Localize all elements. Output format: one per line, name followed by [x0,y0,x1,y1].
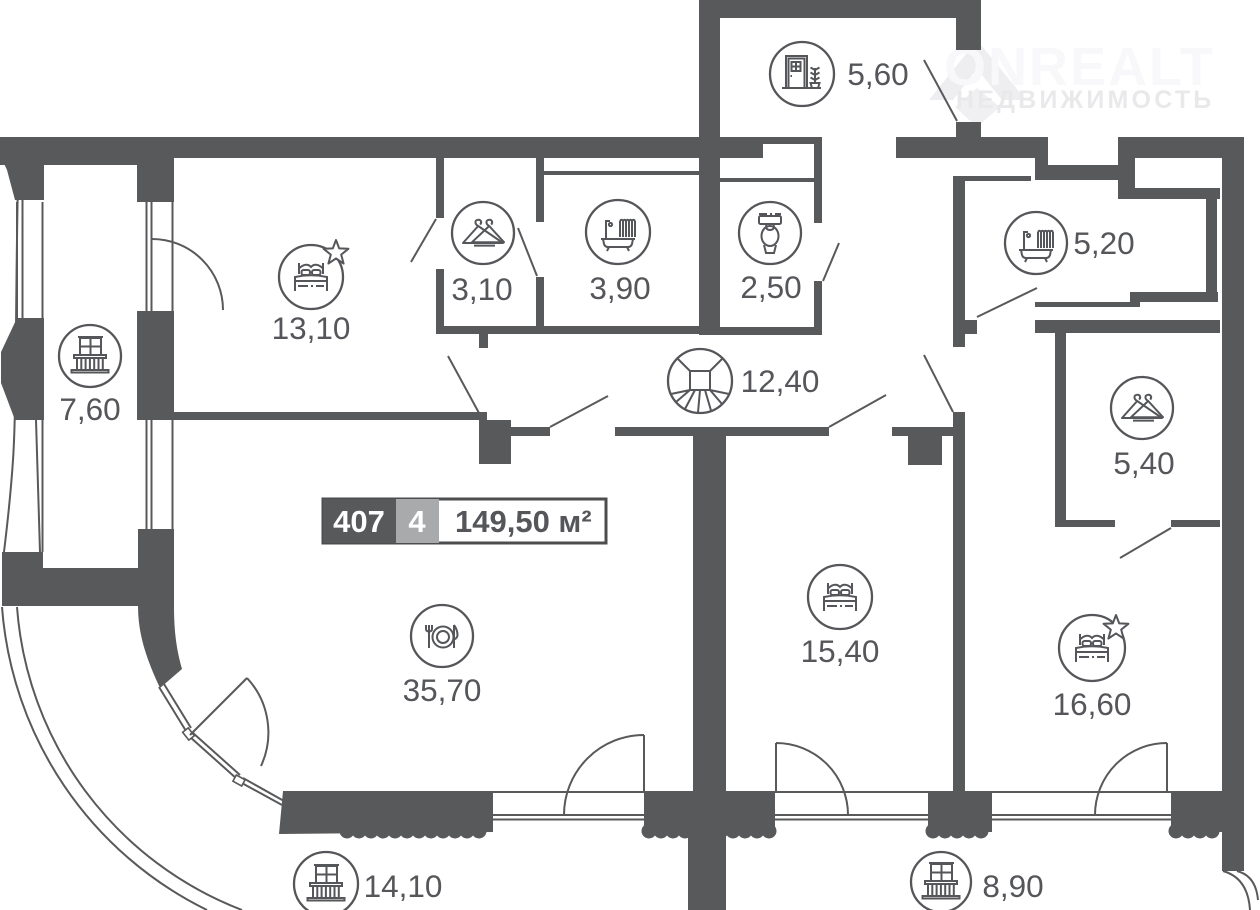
svg-text:4: 4 [408,504,426,539]
svg-text:5,20: 5,20 [1073,225,1134,261]
svg-text:12,40: 12,40 [741,363,820,399]
svg-text:7,60: 7,60 [59,391,120,427]
svg-text:14,10: 14,10 [364,868,443,904]
svg-text:3,90: 3,90 [589,270,650,306]
svg-text:407: 407 [333,504,385,539]
svg-text:НЕДВИЖИМОСТЬ: НЕДВИЖИМОСТЬ [956,86,1214,114]
svg-text:35,70: 35,70 [403,672,482,708]
svg-text:16,60: 16,60 [1053,686,1132,722]
svg-text:3,10: 3,10 [451,271,512,307]
svg-text:8,90: 8,90 [982,868,1043,904]
svg-text:13,10: 13,10 [272,310,351,346]
svg-text:2,50: 2,50 [740,269,801,305]
svg-text:ONREALT: ONREALT [944,37,1215,97]
svg-text:15,40: 15,40 [801,633,880,669]
svg-text:5,60: 5,60 [847,56,908,92]
svg-text:5,40: 5,40 [1113,445,1174,481]
svg-text:149,50 м²: 149,50 м² [455,504,592,539]
